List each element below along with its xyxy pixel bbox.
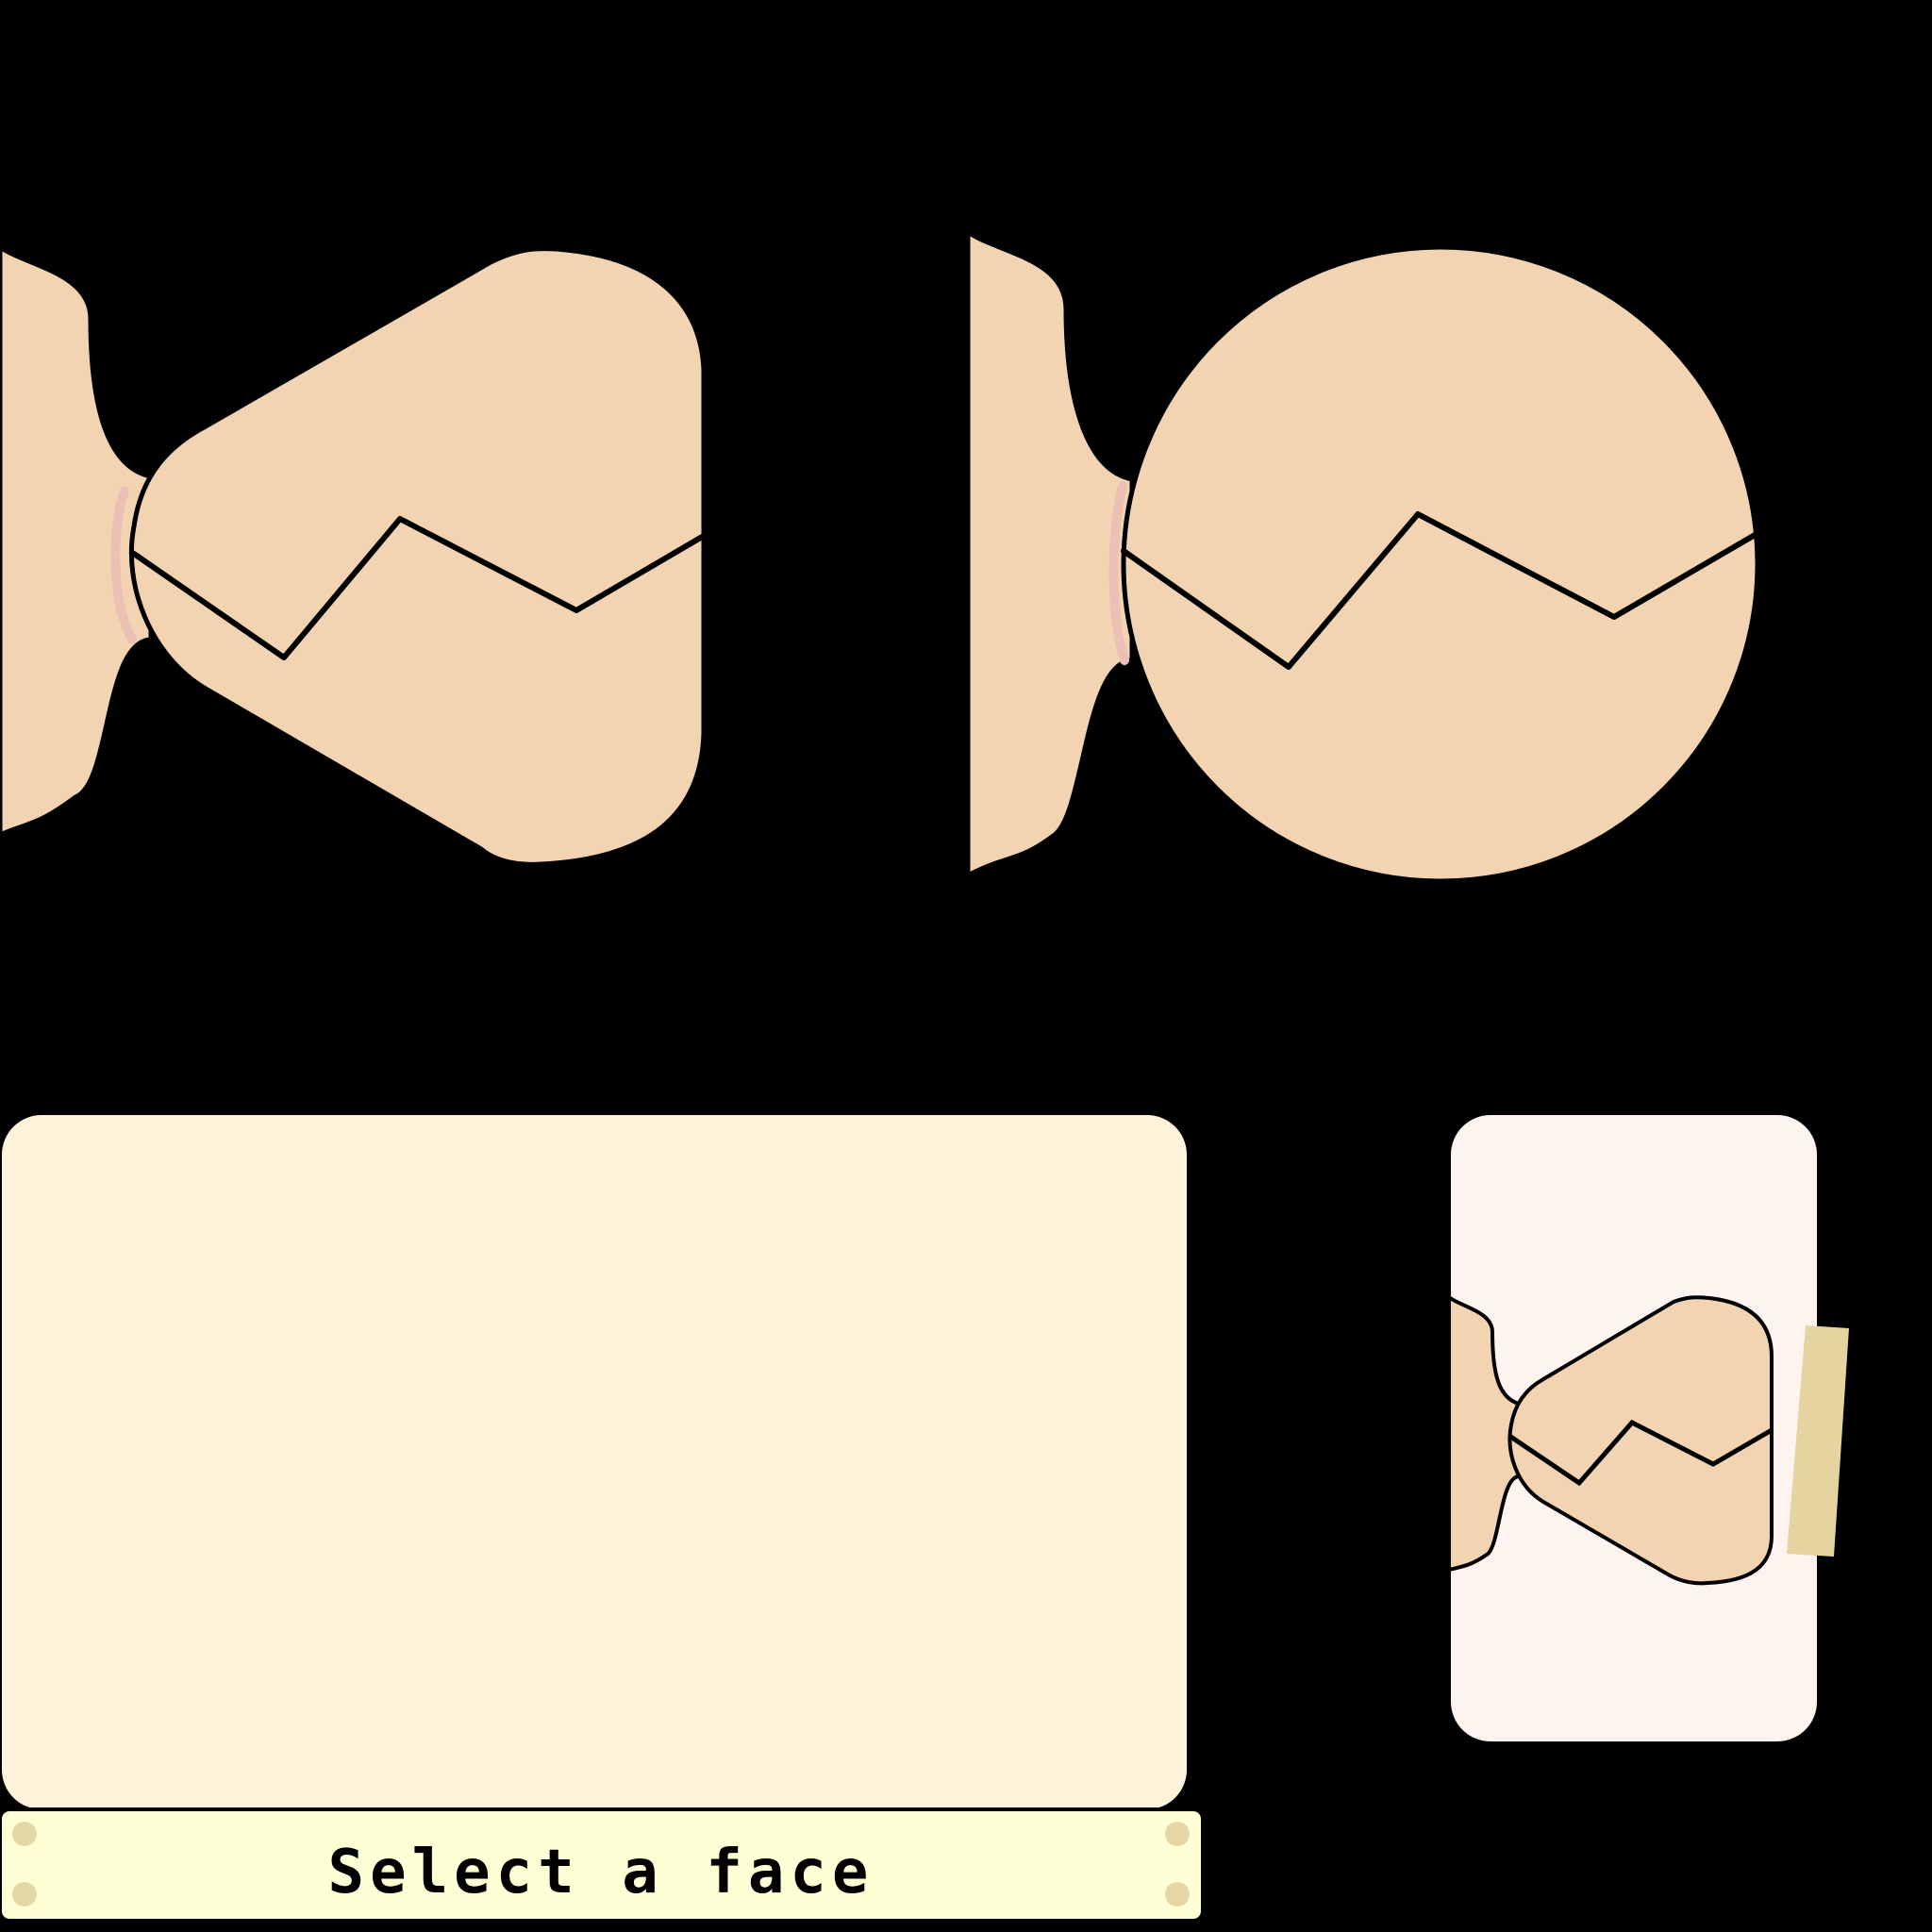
mouth-line [1121, 511, 1759, 670]
face-option-round[interactable] [965, 229, 1760, 884]
face-option-triangle[interactable] [0, 244, 707, 867]
prompt-label-strip: Select a face [0, 1807, 1205, 1923]
pin-icon [1165, 1822, 1190, 1846]
mouth-line [1507, 1419, 1774, 1487]
pin-icon [1165, 1882, 1190, 1907]
face-display-panel [0, 1111, 1191, 1813]
neck-shape [965, 229, 1135, 878]
blush-mark [1108, 481, 1129, 665]
face-preview-card[interactable] [1447, 1111, 1849, 1745]
prompt-label: Select a face [328, 1838, 874, 1907]
triangle-head-shape [1507, 1295, 1774, 1586]
triangle-head-shape [128, 246, 707, 867]
blush-mark [110, 486, 137, 644]
pin-icon [12, 1822, 37, 1846]
tape-strip [1787, 1325, 1849, 1557]
mouth-line [131, 516, 707, 660]
round-head-shape [1121, 244, 1760, 884]
pin-icon [12, 1882, 37, 1907]
neck-shape [0, 244, 154, 838]
